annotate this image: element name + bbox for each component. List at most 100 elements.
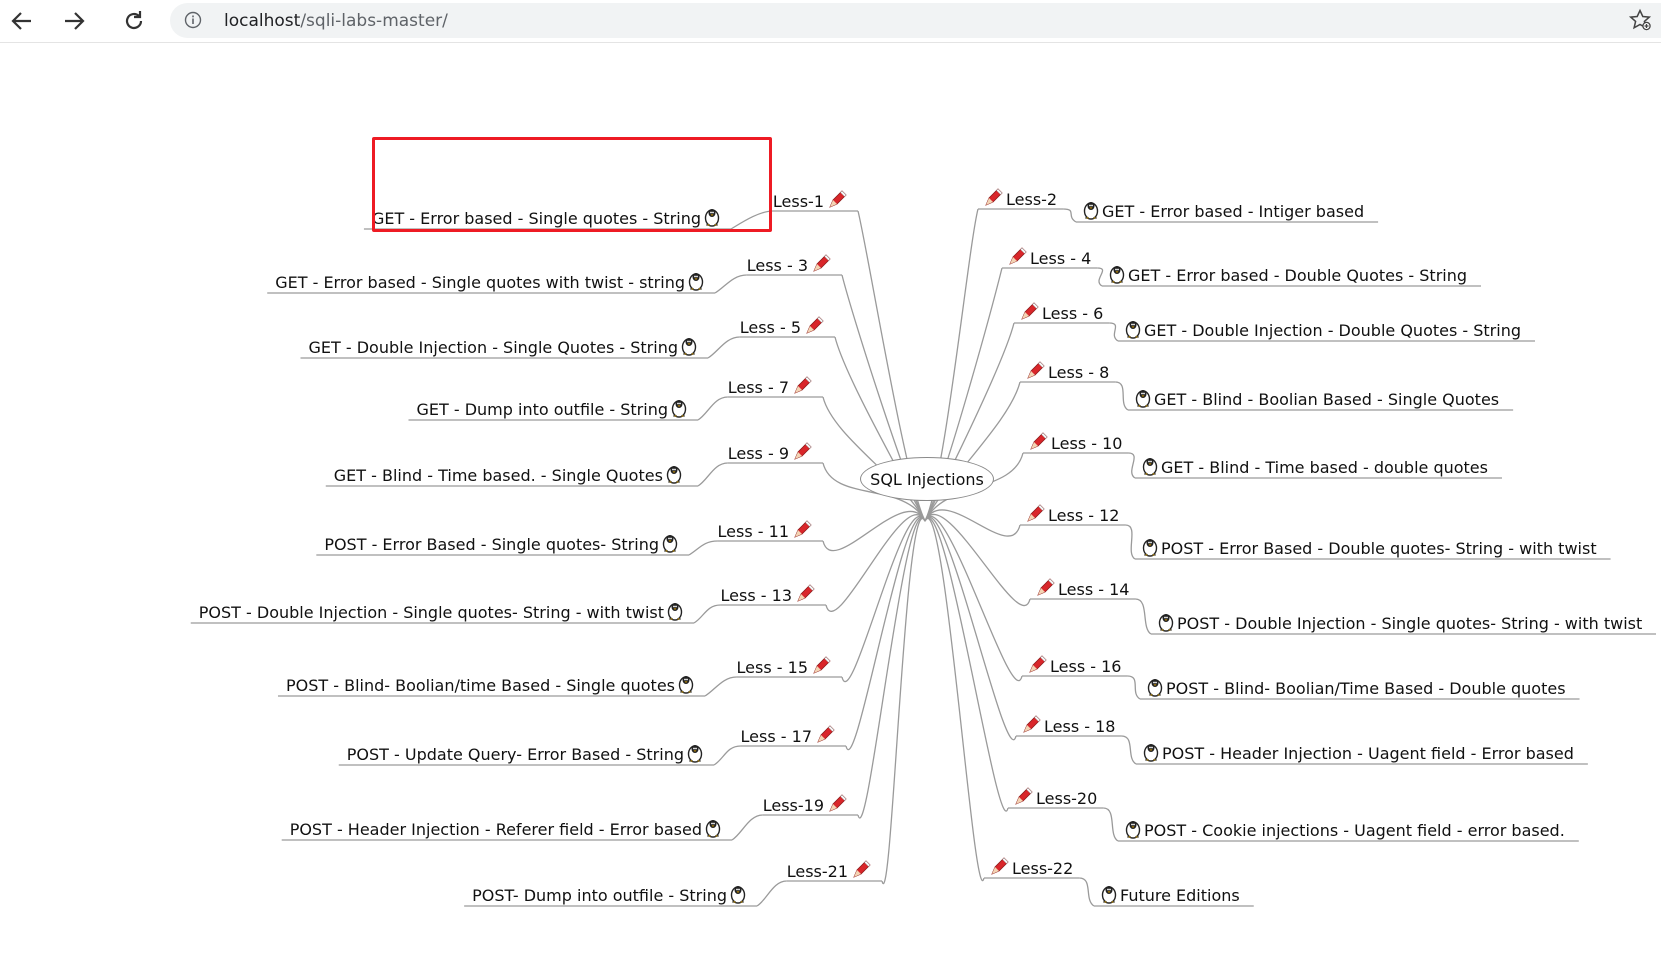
lesson-node-right-5[interactable]: Less - 10	[1025, 431, 1122, 454]
lesson-node-left-9[interactable]: Less - 17	[741, 724, 838, 747]
challenge-title-left-2[interactable]: GET - Error based - Single quotes with t…	[275, 271, 707, 293]
challenge-title-left-10[interactable]: POST - Header Injection - Referer field …	[290, 818, 724, 840]
lesson-node-right-3-text: Less - 6	[1042, 304, 1104, 323]
challenge-title-right-2-text: GET - Error based - Double Quotes - Stri…	[1128, 266, 1468, 285]
url-text[interactable]: localhost/sqli-labs-master/	[224, 11, 448, 31]
penguin-icon	[1106, 266, 1128, 285]
connector-line	[924, 516, 1023, 681]
lesson-node-right-1-text: Less-2	[1006, 190, 1058, 209]
connector-line	[924, 322, 1015, 522]
url-host: localhost	[224, 11, 301, 31]
red-pencil-icon	[986, 857, 1012, 878]
penguin-icon	[702, 820, 724, 839]
lesson-node-right-11-text: Less-22	[1012, 859, 1074, 878]
lesson-node-left-3[interactable]: Less - 5	[740, 315, 827, 338]
connector-line	[822, 510, 926, 552]
challenge-title-left-5[interactable]: GET - Blind - Time based. - Single Quote…	[334, 464, 685, 486]
lesson-node-left-5[interactable]: Less - 9	[728, 441, 815, 464]
lesson-node-right-6[interactable]: Less - 12	[1022, 503, 1119, 526]
red-pencil-icon	[789, 520, 815, 541]
penguin-icon	[668, 400, 690, 419]
lesson-node-left-11[interactable]: Less-21	[787, 859, 874, 882]
address-bar[interactable]: localhost/sqli-labs-master/	[170, 3, 1661, 38]
penguin-icon	[659, 535, 681, 554]
lesson-node-left-6[interactable]: Less - 11	[718, 519, 815, 542]
penguin-icon	[1080, 202, 1102, 221]
lesson-node-right-7-text: Less - 14	[1058, 580, 1130, 599]
challenge-title-right-2[interactable]: GET - Error based - Double Quotes - Stri…	[1106, 264, 1467, 286]
lesson-node-right-1[interactable]: Less-2	[980, 187, 1057, 210]
connector-line	[822, 462, 926, 522]
challenge-title-right-11-text: Future Editions	[1120, 886, 1240, 905]
lesson-node-right-7[interactable]: Less - 14	[1032, 577, 1129, 600]
challenge-title-right-9[interactable]: POST - Header Injection - Uagent field -…	[1140, 742, 1574, 764]
challenge-title-left-8[interactable]: POST - Blind- Boolian/time Based - Singl…	[286, 674, 697, 696]
penguin-icon	[1139, 458, 1161, 477]
lesson-node-left-10[interactable]: Less-19	[763, 793, 850, 816]
lesson-node-right-4[interactable]: Less - 8	[1022, 360, 1109, 383]
lesson-node-right-9[interactable]: Less - 18	[1018, 714, 1115, 737]
connector-line	[688, 540, 718, 556]
connector-line	[697, 396, 728, 421]
connector-line	[1079, 877, 1095, 907]
lesson-node-left-4[interactable]: Less - 7	[728, 375, 815, 398]
connector-line	[1097, 267, 1104, 287]
back-button[interactable]	[6, 6, 38, 36]
connector-line	[731, 814, 763, 841]
challenge-title-left-2-text: GET - Error based - Single quotes with t…	[275, 273, 685, 292]
challenge-title-right-6[interactable]: POST - Error Based - Double quotes- Stri…	[1139, 537, 1597, 559]
connector-line	[714, 274, 747, 294]
red-pencil-icon	[1032, 578, 1058, 599]
lesson-node-right-10[interactable]: Less-20	[1010, 786, 1097, 809]
lesson-node-left-1[interactable]: Less-1	[773, 189, 850, 212]
challenge-title-left-3[interactable]: GET - Double Injection - Single Quotes -…	[309, 336, 701, 358]
bookmark-star-icon[interactable]	[1628, 8, 1652, 32]
challenge-title-left-11[interactable]: POST- Dump into outfile - String	[472, 884, 749, 906]
red-pencil-icon	[1024, 655, 1050, 676]
red-pencil-icon	[848, 860, 874, 881]
info-icon[interactable]	[184, 11, 202, 29]
back-arrow-icon	[11, 12, 31, 30]
connector-line	[1135, 598, 1152, 635]
challenge-title-right-11[interactable]: Future Editions	[1098, 884, 1240, 906]
challenge-title-right-1[interactable]: GET - Error based - Intiger based	[1080, 200, 1364, 222]
lesson-node-right-2[interactable]: Less - 4	[1004, 246, 1091, 269]
challenge-title-right-10[interactable]: POST - Cookie injections - Uagent field …	[1122, 819, 1565, 841]
red-pencil-icon	[789, 442, 815, 463]
reload-button[interactable]	[118, 6, 150, 36]
red-pencil-icon	[1025, 432, 1051, 453]
challenge-title-right-4[interactable]: GET - Blind - Boolian Based - Single Quo…	[1132, 388, 1499, 410]
lesson-node-left-8[interactable]: Less - 15	[737, 655, 834, 678]
lesson-node-left-2[interactable]: Less - 3	[747, 253, 834, 276]
lesson-node-right-9-text: Less - 18	[1044, 717, 1116, 736]
lesson-node-right-3[interactable]: Less - 6	[1016, 301, 1103, 324]
penguin-icon	[675, 676, 697, 695]
challenge-title-right-3[interactable]: GET - Double Injection - Double Quotes -…	[1122, 319, 1521, 341]
lesson-node-left-7[interactable]: Less - 13	[721, 583, 818, 606]
lesson-node-left-7-text: Less - 13	[720, 586, 792, 605]
challenge-title-right-8-text: POST - Blind- Boolian/Time Based - Doubl…	[1166, 679, 1566, 698]
connector-line	[881, 517, 926, 885]
lesson-node-right-8[interactable]: Less - 16	[1024, 654, 1121, 677]
challenge-title-left-4[interactable]: GET - Dump into outfile - String	[416, 398, 690, 420]
challenge-title-right-8[interactable]: POST - Blind- Boolian/Time Based - Doubl…	[1144, 677, 1566, 699]
forward-button[interactable]	[58, 6, 90, 36]
forward-arrow-icon	[65, 12, 85, 30]
challenge-title-left-6[interactable]: POST - Error Based - Single quotes- Stri…	[324, 533, 681, 555]
challenge-title-left-7[interactable]: POST - Double Injection - Single quotes-…	[199, 601, 686, 623]
penguin-icon	[727, 886, 749, 905]
connector-line	[924, 381, 1021, 522]
connector-line	[1121, 735, 1137, 765]
penguin-icon	[1155, 614, 1177, 633]
penguin-icon	[664, 603, 686, 622]
connector-line	[825, 514, 926, 612]
challenge-title-right-5[interactable]: GET - Blind - Time based - double quotes	[1139, 456, 1488, 478]
challenge-title-right-7[interactable]: POST - Double Injection - Single quotes-…	[1155, 612, 1642, 634]
lesson-node-right-11[interactable]: Less-22	[986, 856, 1073, 879]
connector-line	[704, 676, 737, 697]
challenge-title-left-9[interactable]: POST - Update Query- Error Based - Strin…	[347, 743, 706, 765]
penguin-icon	[1122, 821, 1144, 840]
challenge-title-left-1[interactable]: GET - Error based - Single quotes - Stri…	[372, 207, 723, 229]
challenge-title-left-3-text: GET - Double Injection - Single Quotes -…	[308, 338, 679, 357]
connector-line	[1109, 322, 1119, 342]
